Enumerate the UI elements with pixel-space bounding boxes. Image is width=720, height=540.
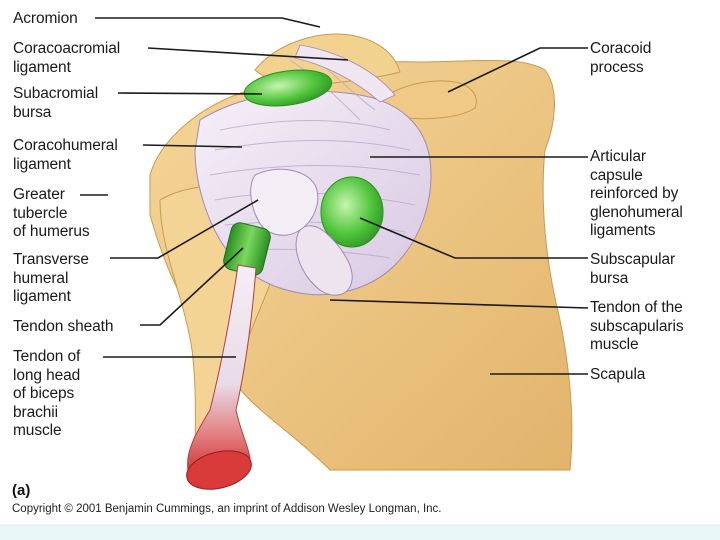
label-transverse-humeral-ligament: Transverse humeral ligament xyxy=(13,251,89,305)
label-articular-capsule: Articular capsule reinforced by glenohum… xyxy=(590,148,683,239)
label-coracoid-process: Coracoid process xyxy=(590,40,652,76)
label-coracohumeral-ligament: Coracohumeral ligament xyxy=(13,137,118,173)
label-greater-tubercle: Greater tubercle of humerus xyxy=(13,186,90,240)
label-subacromial-bursa: Subacromial bursa xyxy=(13,85,99,121)
leader-lines-left xyxy=(80,17,349,358)
subscapular-bursa-shape xyxy=(320,176,384,248)
transverse-humeral-ligament-shape xyxy=(250,168,319,236)
copyright-notice: Copyright © 2001 Benjamin Cummings, an i… xyxy=(12,503,442,515)
label-acromion: Acromion xyxy=(13,10,78,27)
label-tendon-long-head-biceps: Tendon of long head of biceps brachii mu… xyxy=(13,348,81,439)
leader-lines-right xyxy=(329,47,589,375)
label-coracoacromial-ligament: Coracoacromial ligament xyxy=(13,40,121,76)
subscapularis-tendon-shape xyxy=(295,225,353,296)
panel-tag: (a) xyxy=(12,482,31,499)
label-tendon-sheath: Tendon sheath xyxy=(13,318,114,335)
footer-bar xyxy=(0,524,720,540)
label-subscapular-bursa: Subscapular bursa xyxy=(590,251,676,287)
biceps-muscle-cut-shape xyxy=(186,450,252,490)
label-tendon-subscapularis: Tendon of the subscapularis muscle xyxy=(590,299,684,353)
coracoacromial-ligament-shape xyxy=(294,44,396,103)
label-scapula: Scapula xyxy=(590,366,646,383)
